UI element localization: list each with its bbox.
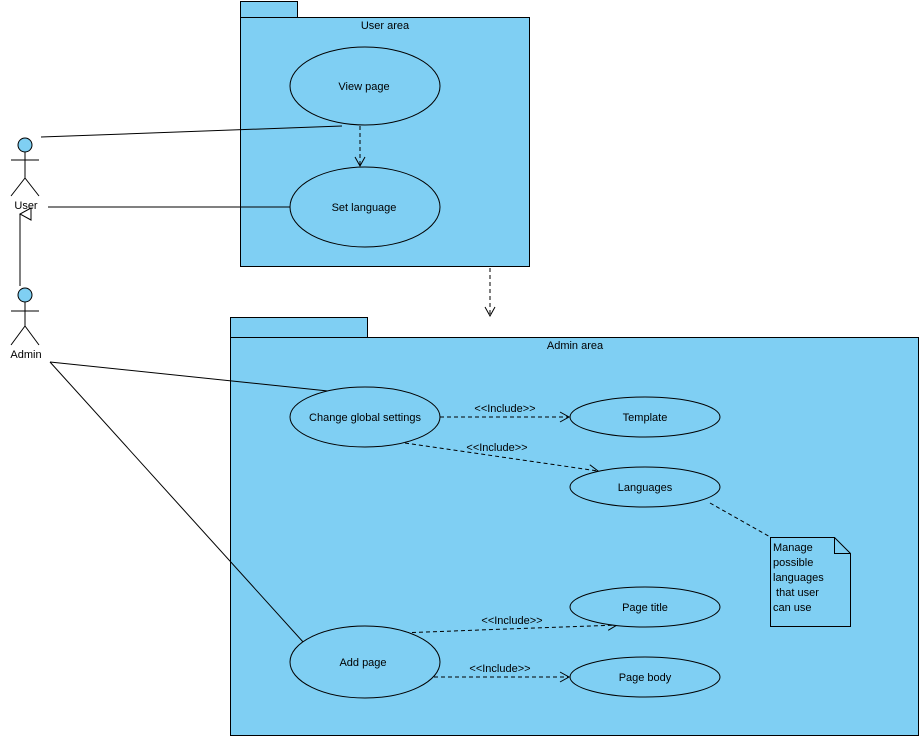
use-case-change-global-settings-label: Change global settings [309, 412, 421, 424]
note-anchor-line [709, 502, 773, 539]
use-case-template[interactable]: Template [569, 396, 721, 438]
actor-admin-right-leg [24, 325, 40, 346]
actor-user-label: User [14, 200, 38, 212]
package-user-area-title: User area [361, 20, 410, 32]
actor-admin-label: Admin [10, 349, 41, 361]
use-case-page-body[interactable]: Page body [569, 656, 721, 698]
actor-user-left-leg [10, 177, 26, 197]
association-admin-add-page [49, 361, 305, 644]
association-user-view-page [40, 125, 343, 138]
association-admin-change-settings [49, 361, 329, 392]
use-case-change-global-settings[interactable]: Change global settings [289, 386, 441, 448]
use-case-page-title[interactable]: Page title [569, 586, 721, 628]
use-case-page-title-label: Page title [622, 602, 668, 614]
note-fold [834, 537, 851, 554]
use-case-set-language-label: Set language [332, 202, 397, 214]
use-case-view-page[interactable]: View page [289, 46, 441, 126]
use-case-page-body-label: Page body [619, 672, 672, 684]
actor-admin-head [17, 287, 33, 303]
include-arrow-languages [404, 442, 600, 476]
use-case-template-label: Template [623, 412, 668, 424]
actor-user-right-leg [24, 177, 40, 197]
note-line-5: can use [773, 602, 812, 614]
package-user-area-tab [240, 1, 298, 18]
note-shape [770, 537, 851, 627]
include-label-template: <<Include>> [474, 403, 535, 415]
package-admin-area-tab [230, 317, 368, 338]
use-case-languages-label: Languages [618, 482, 673, 494]
use-case-set-language[interactable]: Set language [289, 166, 441, 248]
use-case-view-page-label: View page [338, 81, 389, 93]
actor-admin[interactable]: Admin [10, 287, 42, 361]
note-line-1: Manage [773, 542, 813, 554]
include-label-page-body: <<Include>> [469, 663, 530, 675]
note-line-2: possible [773, 557, 813, 569]
note-line-3: languages [773, 572, 824, 584]
use-case-add-page-label: Add page [339, 657, 386, 669]
actor-user-head [17, 137, 33, 153]
note-line-4: that user [773, 587, 819, 599]
include-label-page-title: <<Include>> [481, 615, 542, 627]
package-admin-area-title: Admin area [547, 340, 604, 352]
include-arrow-page-title [397, 619, 619, 634]
actor-admin-left-leg [10, 325, 26, 346]
include-label-languages: <<Include>> [466, 442, 527, 454]
use-case-add-page[interactable]: Add page [289, 625, 441, 699]
note-manage-languages[interactable]: Manage possible languages that user can … [770, 537, 851, 627]
use-case-languages[interactable]: Languages [569, 466, 721, 508]
actor-user[interactable]: User [10, 137, 40, 212]
